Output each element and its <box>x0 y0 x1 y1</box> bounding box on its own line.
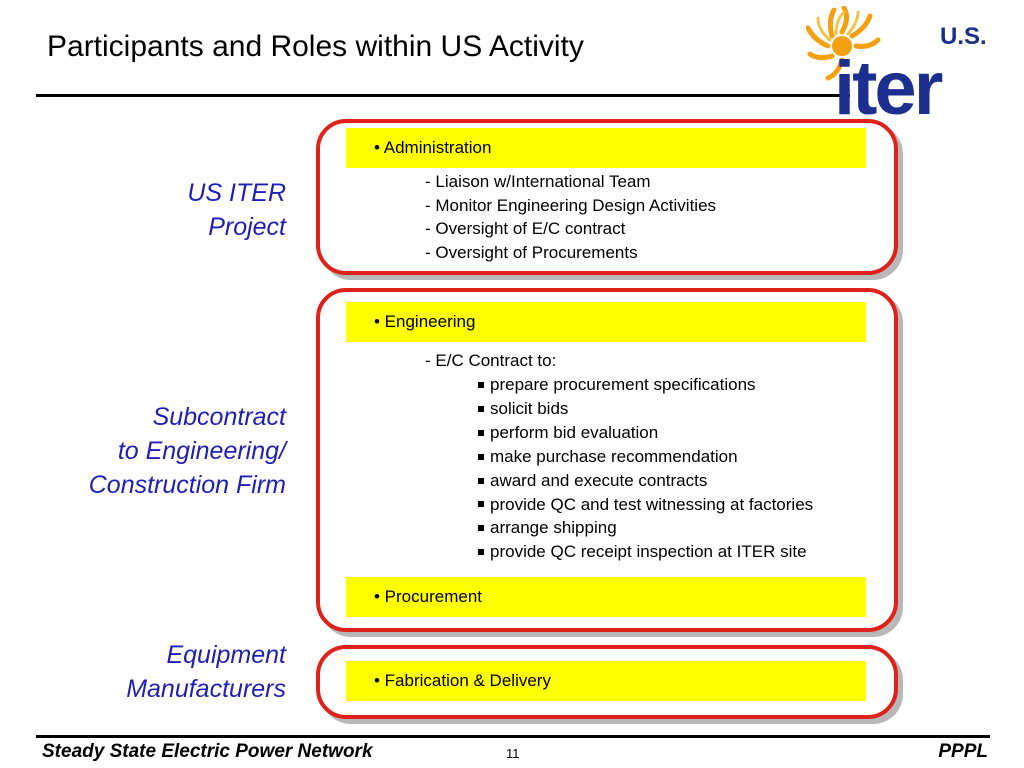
list-item: provide QC receipt inspection at ITER si… <box>478 540 813 564</box>
list-item: arrange shipping <box>478 516 813 540</box>
subcontract-box <box>316 288 898 632</box>
procurement-bar: • Procurement <box>346 577 866 617</box>
logo-us-text: U.S. <box>940 23 987 50</box>
list-item: - Monitor Engineering Design Activities <box>425 195 717 215</box>
square-bullet-icon <box>478 501 484 508</box>
label-us-iter-project: US ITER Project <box>187 176 286 244</box>
footer-title: Steady State Electric Power Network <box>42 741 373 762</box>
label-line: Manufacturers <box>126 675 286 703</box>
label-line: Construction Firm <box>88 471 286 499</box>
us-iter-logo: U.S. iter <box>805 5 1002 131</box>
contract-tasks: prepare procurement specifications solic… <box>478 373 813 564</box>
list-item: perform bid evaluation <box>478 421 813 445</box>
footer-org: PPPL <box>938 741 988 762</box>
square-bullet-icon <box>478 405 484 412</box>
list-item: solicit bids <box>478 397 813 421</box>
engineering-bar: • Engineering <box>346 302 866 342</box>
square-bullet-icon <box>478 429 484 436</box>
fabrication-bar: • Fabrication & Delivery <box>346 661 866 701</box>
list-item: - Oversight of E/C contract <box>425 219 626 238</box>
square-bullet-icon <box>478 549 484 556</box>
square-bullet-icon <box>478 477 484 484</box>
page-number: 11 <box>506 746 520 761</box>
sun-swirl-icon: U.S. iter <box>805 5 987 131</box>
square-bullet-icon <box>478 525 484 532</box>
label-line: US ITER <box>187 179 286 207</box>
label-subcontract: Subcontract to Engineering/ Construction… <box>89 400 286 502</box>
label-equipment-manufacturers: Equipment Manufacturers <box>126 638 286 706</box>
slide-title: Participants and Roles within US Activit… <box>47 30 584 63</box>
title-divider <box>36 94 850 97</box>
square-bullet-icon <box>478 381 484 388</box>
list-item: make purchase recommendation <box>478 445 813 469</box>
administration-items: - Liaison w/International Team - Monitor… <box>425 170 716 264</box>
list-item: award and execute contracts <box>478 469 813 493</box>
contract-intro: - E/C Contract to: <box>425 351 557 370</box>
square-bullet-icon <box>478 453 484 460</box>
logo-iter-text: iter <box>834 46 943 122</box>
administration-bar: • Administration <box>346 128 866 168</box>
label-line: Equipment <box>166 641 286 669</box>
list-item: prepare procurement specifications <box>478 373 813 397</box>
label-line: Project <box>208 213 286 241</box>
footer-divider <box>36 735 990 738</box>
list-item: - Oversight of Procurements <box>425 242 638 262</box>
label-line: to Engineering/ <box>117 437 286 465</box>
label-line: Subcontract <box>152 403 286 431</box>
list-item: provide QC and test witnessing at factor… <box>478 493 813 517</box>
list-item: - Liaison w/International Team <box>425 172 651 191</box>
